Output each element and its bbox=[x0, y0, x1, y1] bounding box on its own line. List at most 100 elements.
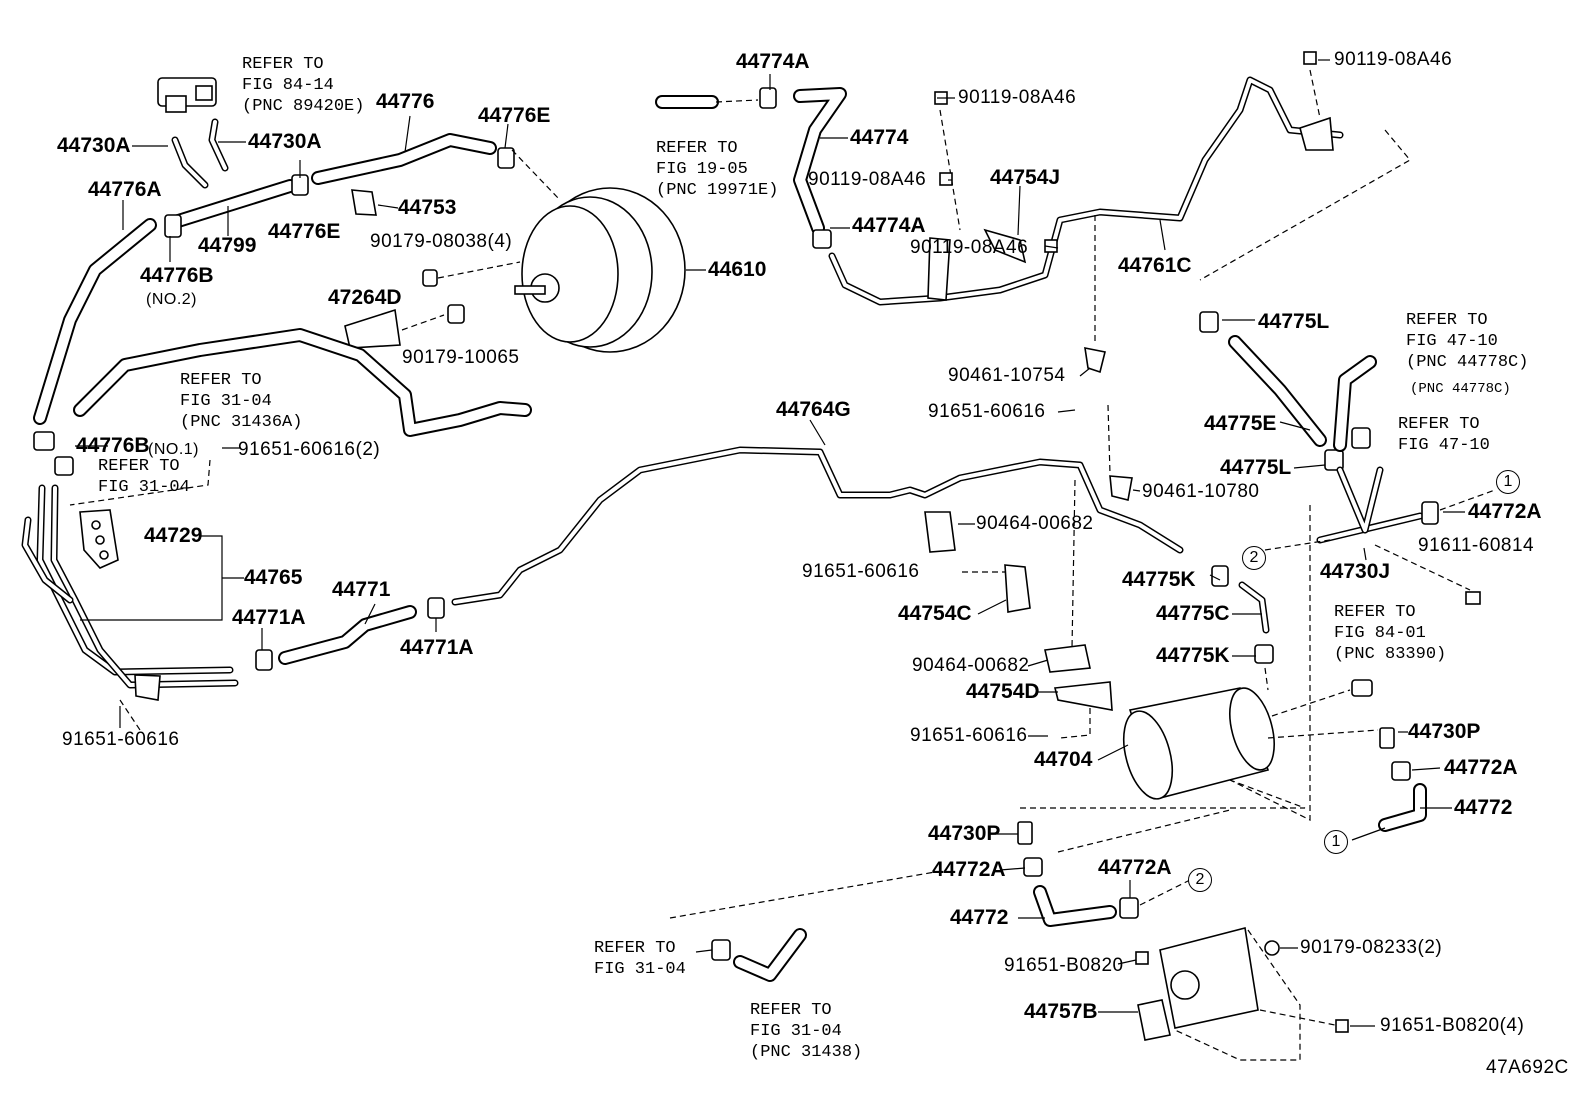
label-44774A-upper: 44774A bbox=[736, 50, 810, 73]
hose-44776 bbox=[311, 133, 497, 185]
clamp-44771A-left bbox=[255, 649, 273, 671]
label-44775K-lower: 44775K bbox=[1156, 644, 1230, 667]
clamp-44776B-no2 bbox=[164, 214, 182, 238]
leader-dash bbox=[939, 109, 961, 231]
bracket-top-right bbox=[1299, 116, 1334, 151]
label-44775L-upper: 44775L bbox=[1258, 310, 1330, 333]
label-90119-08A46-c: 90119-08A46 bbox=[910, 237, 1029, 258]
label-90179-08233: 90179-08233(2) bbox=[1300, 937, 1443, 958]
clamp-44775K-upper bbox=[1211, 565, 1229, 587]
pipe-44799 bbox=[168, 179, 297, 229]
leader-dash bbox=[1057, 809, 1231, 853]
label-44774: 44774 bbox=[850, 126, 909, 149]
figure-code: 47A692C bbox=[1486, 1057, 1569, 1078]
clamp-44776B-no1 bbox=[33, 431, 55, 451]
label-91651-60616-2: 91651-60616(2) bbox=[238, 439, 381, 460]
label-44730P-left: 44730P bbox=[928, 822, 1001, 845]
brake-booster-44610 bbox=[514, 187, 686, 353]
leader-dash bbox=[1264, 667, 1269, 691]
ref-line: REFER TO bbox=[1334, 603, 1416, 622]
ref-line: FIG 19-05 bbox=[656, 160, 748, 179]
label-44775K-upper: 44775K bbox=[1122, 568, 1196, 591]
ref-line: REFER TO bbox=[750, 1001, 832, 1020]
leader-dash bbox=[1309, 69, 1321, 119]
hose-44776A bbox=[33, 218, 157, 425]
bolt-91651-B0820-4 bbox=[1335, 1019, 1349, 1033]
ref-line: REFER TO bbox=[180, 371, 262, 390]
clamp-44774A-upper bbox=[759, 87, 777, 109]
label-44764G: 44764G bbox=[776, 398, 851, 421]
label-44776B-no1-suffix: (NO.1) bbox=[148, 441, 199, 458]
label-90119-08A46-d: 90119-08A46 bbox=[1334, 49, 1453, 70]
ref-line: REFER TO bbox=[1406, 311, 1488, 330]
label-44772A-left-1: 44772A bbox=[932, 858, 1006, 881]
label-91651-60616-d: 91651-60616 bbox=[62, 729, 180, 750]
bolt-91651-B0820 bbox=[1135, 951, 1149, 965]
clamp-44775K-lower bbox=[1254, 644, 1274, 664]
label-44772A-right-1: 44772A bbox=[1468, 500, 1542, 523]
ref-line: FIG 31-04 bbox=[180, 392, 272, 411]
ref-line: FIG 84-01 bbox=[1334, 624, 1426, 643]
leader-dash bbox=[1020, 779, 1306, 809]
label-44776E-upper: 44776E bbox=[478, 104, 551, 127]
hose-44778C bbox=[1333, 355, 1377, 452]
clamp-ref-31-04-bottom bbox=[711, 939, 731, 961]
label-44776A: 44776A bbox=[88, 178, 162, 201]
clamp-ref-47-10 bbox=[1351, 427, 1371, 449]
refer-fig-31-04-d: REFER TO FIG 31-04 (PNC 31438) bbox=[750, 1000, 862, 1063]
fitting-44730P-right bbox=[1379, 727, 1395, 749]
clamp-44772A-left1 bbox=[1023, 857, 1043, 877]
pipe-44764G bbox=[451, 446, 1184, 606]
ref-line: REFER TO bbox=[98, 457, 180, 476]
label-91651-60616-a: 91651-60616 bbox=[928, 401, 1046, 422]
ref-line: REFER TO bbox=[1398, 415, 1480, 434]
pipe-44761C bbox=[828, 76, 1344, 306]
connector-83390 bbox=[1351, 679, 1373, 697]
ref-line: FIG 31-04 bbox=[594, 960, 686, 979]
clamp-44774A-lower bbox=[812, 229, 832, 249]
ref-line: (PNC 44778C) bbox=[1406, 353, 1529, 372]
ref-line: FIG 31-04 bbox=[750, 1022, 842, 1041]
bracket-47264D bbox=[344, 308, 401, 349]
ref-line: (PNC 89420E) bbox=[242, 97, 365, 116]
refer-fig-31-04-c: REFER TO FIG 31-04 bbox=[594, 938, 686, 980]
clip-90464-00682-upper bbox=[924, 511, 956, 553]
label-44704: 44704 bbox=[1034, 748, 1093, 771]
label-44776B-no2-suffix: (NO.2) bbox=[146, 291, 197, 308]
label-44776B-no2: 44776B bbox=[140, 264, 214, 287]
label-44775C: 44775C bbox=[1156, 602, 1230, 625]
label-44772-right: 44772 bbox=[1454, 796, 1513, 819]
clamp-44775L-upper bbox=[1199, 311, 1219, 333]
refer-fig-47-10-b: REFER TO FIG 47-10 bbox=[1398, 414, 1490, 456]
leader-dash bbox=[1107, 404, 1111, 475]
union-44730J bbox=[1316, 466, 1424, 544]
clamp-44772A-right bbox=[1421, 501, 1439, 525]
label-44754J: 44754J bbox=[990, 166, 1061, 189]
ref-line: (PNC 19971E) bbox=[656, 181, 779, 200]
vsv-89420E bbox=[157, 77, 217, 113]
label-91651-60616-b: 91651-60616 bbox=[802, 561, 920, 582]
refer-fig-84-14: REFER TO FIG 84-14 (PNC 89420E) bbox=[242, 54, 364, 117]
refer-fig-84-01: REFER TO FIG 84-01 (PNC 83390) bbox=[1334, 602, 1446, 665]
bracket-pipe-center bbox=[927, 237, 951, 301]
label-44730J: 44730J bbox=[1320, 560, 1391, 583]
bolt-90119-08A46 bbox=[939, 172, 953, 186]
label-44776E-lower: 44776E bbox=[268, 220, 341, 243]
clip-90461-10780 bbox=[1109, 475, 1133, 501]
ref-line: (PNC 31436A) bbox=[180, 413, 303, 432]
label-90461-10754: 90461-10754 bbox=[948, 365, 1066, 386]
bolt-91611-60814 bbox=[1465, 591, 1481, 605]
refer-fig-47-10-a: REFER TO FIG 47-10 (PNC 44778C) (PNC 447… bbox=[1406, 310, 1528, 400]
leader-dash bbox=[1059, 708, 1091, 739]
label-90464-00682-b: 90464-00682 bbox=[912, 655, 1030, 676]
clip-90464-00682-lower bbox=[1044, 644, 1091, 673]
leader-dash bbox=[437, 261, 521, 279]
leader-dash bbox=[1174, 929, 1301, 1061]
clip-90461-10754 bbox=[1084, 346, 1106, 374]
hose-44730A-right bbox=[208, 118, 229, 172]
plate-44729 bbox=[79, 509, 119, 569]
label-44772A-left-2: 44772A bbox=[1098, 856, 1172, 879]
nut-90179-08233 bbox=[1264, 940, 1280, 956]
clamp-44772A-right-lower bbox=[1391, 761, 1411, 781]
